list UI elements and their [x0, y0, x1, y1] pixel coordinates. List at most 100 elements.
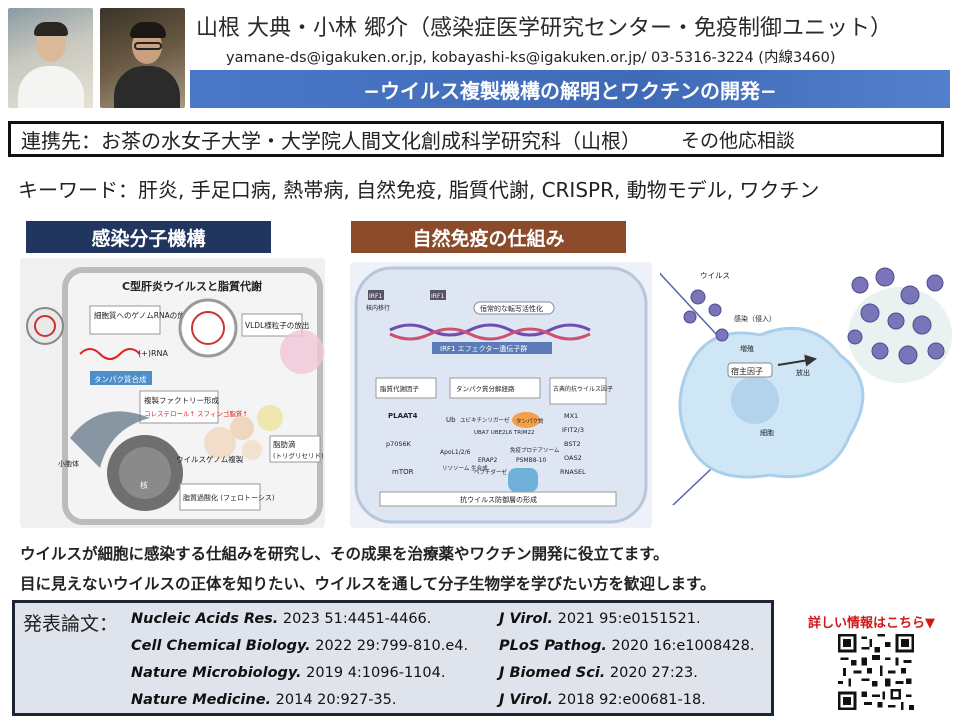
- nucleus-label: 核: [140, 480, 148, 490]
- virus-particle: [26, 307, 64, 345]
- journal-name: Nucleic Acids Res.: [131, 611, 279, 627]
- researcher-photo-yamane: [8, 8, 93, 108]
- er-label: 小胞体: [58, 459, 79, 468]
- peroxidation-label: 脂質過酸化 (フェロトーシス): [183, 493, 275, 502]
- lipid-droplet-2: [230, 416, 254, 440]
- figure-innate-immunity: IRF1 核内移行 IRF1 恒常的な転写活性化 IRF1 エフェクター遺伝子群…: [350, 262, 652, 528]
- glasses-shape: [134, 42, 162, 50]
- publication-item: Cell Chemical Biology. 2022 29:799-810.e…: [131, 638, 468, 654]
- citation: 2021 95:e0151521.: [552, 611, 701, 627]
- lipid-droplet-1: [204, 427, 236, 459]
- erap-label: ERAP2: [478, 457, 497, 464]
- result-box: [379, 491, 617, 507]
- publication-item: Nucleic Acids Res. 2023 51:4451-4466.: [131, 611, 431, 627]
- virus-dot: [708, 303, 722, 317]
- lipid-droplet-note: (トリグリセリド): [273, 451, 324, 460]
- description-line-2: 目に見えないウイルスの正体を知りたい、ウイルスを通して分子生物学を学びたい方を歓…: [20, 575, 716, 593]
- release-label: 放出: [796, 368, 810, 377]
- publication-item: Nature Microbiology. 2019 4:1096-1104.: [131, 665, 445, 681]
- figure-hcv-lipid-svg: C型肝炎ウイルスと脂質代謝 細胞質へのゲノムRNAの放出 (+)RNA VLDL…: [26, 267, 324, 525]
- irf1-label-b: IRF1: [431, 293, 444, 300]
- immuno-label: 免疫プロテアソーム: [510, 446, 560, 454]
- journal-name: Cell Chemical Biology.: [131, 638, 311, 654]
- citation: 2014 20:927-35.: [271, 692, 397, 708]
- classic-column-label: 古典的抗ウイルス因子: [553, 385, 613, 393]
- factory-box: [139, 390, 219, 424]
- researcher-names: 山根 大典・小林 郷介（感染症医学研究センター・免疫制御ユニット）: [196, 16, 892, 41]
- constitutive-box: [473, 301, 555, 315]
- lipid-column-header: [375, 377, 437, 399]
- ifit-label: IFIT2/3: [562, 426, 584, 434]
- lipid-droplet-box: [269, 435, 321, 463]
- peroxidation-box: [179, 483, 261, 511]
- shirt-shape: [18, 66, 84, 108]
- publication-item: J Virol. 2018 92:e00681-18.: [499, 692, 706, 708]
- rnasel-label: RNASEL: [560, 468, 586, 476]
- genome-release-label: 細胞質へのゲノムRNAの放出: [94, 310, 192, 320]
- plaat4-label: PLAAT4: [388, 412, 418, 420]
- virus-dot: [926, 274, 944, 292]
- er-shape: [70, 411, 150, 468]
- citation: 2020 27:23.: [605, 665, 698, 681]
- lipid-droplet-4: [257, 405, 283, 431]
- figure-cell-infection-svg: 宿主因子 ウイルス 感染（侵入） 増殖 放出 細胞: [651, 264, 952, 526]
- vldl-particle: [178, 298, 238, 358]
- vldl-rna: [191, 311, 225, 345]
- result-label: 抗ウイルス防御層の形成: [460, 495, 537, 504]
- mx1-label: MX1: [564, 412, 578, 420]
- dna-helix-2: [389, 327, 591, 341]
- citation: 2023 51:4451-4466.: [278, 611, 432, 627]
- publication-item: PLoS Pathog. 2020 16:e1008428.: [499, 638, 755, 654]
- irf1-label-a: IRF1: [369, 293, 382, 300]
- collaboration-text: 連携先：お茶の水女子大学・大学院人間文化創成科学研究科（山根）: [21, 128, 641, 153]
- replication-label: ウイルスゲノム複製: [176, 454, 244, 464]
- virus-label: ウイルス: [700, 271, 730, 280]
- journal-name: J Biomed Sci.: [499, 665, 606, 681]
- virus-particles: [683, 267, 945, 365]
- virus-dot: [690, 289, 706, 305]
- qr-label: 詳しい情報はこちら▼: [808, 616, 935, 631]
- journal-name: Nature Microbiology.: [131, 665, 302, 681]
- title-banner: −ウイルス複製機構の解明とワクチンの開発−: [190, 70, 950, 108]
- hair-shape: [34, 22, 68, 36]
- ube1-label: UBA7 UBE2L6 TRIM22: [474, 430, 534, 436]
- lyso-label: リソソーム 生合成: [442, 464, 488, 472]
- qr-code[interactable]: [838, 634, 914, 710]
- rna-label: (+)RNA: [138, 349, 168, 358]
- publications-box: 発表論文： Nucleic Acids Res. 2023 51:4451-44…: [12, 600, 774, 716]
- lipid-droplet-3: [242, 440, 262, 460]
- pep-label: ペプチダーゼ: [474, 468, 508, 476]
- citation: 2020 16:e1008428.: [606, 638, 755, 654]
- proteasome-shape: [508, 468, 538, 492]
- nuclear-label: 核内移行: [366, 304, 390, 312]
- p70-label: p70S6K: [386, 440, 412, 448]
- psmb-label: PSMB8-10: [516, 457, 547, 464]
- virus-dot: [898, 345, 918, 365]
- publication-item: Nature Medicine. 2014 20:927-35.: [131, 692, 397, 708]
- researcher-photo-kobayashi: [100, 8, 185, 108]
- protein-bubble-label: タンパク質: [516, 417, 544, 425]
- protein-column-header: [449, 377, 541, 399]
- journal-name: J Virol.: [499, 692, 553, 708]
- oas2-label: OAS2: [564, 454, 582, 462]
- virus-dot: [847, 329, 863, 345]
- factory-label: 複製ファクトリー形成: [144, 395, 219, 405]
- lipid-column-label: 脂質代謝因子: [380, 384, 420, 393]
- virus-dot: [887, 312, 905, 330]
- factory-note: コレステロール↑ スフィンゴ脂質↑: [144, 409, 248, 418]
- apol-label: ApoL1/2/6: [440, 449, 471, 456]
- contact-info[interactable]: yamane-ds@igakuken.or.jp, kobayashi-ks@i…: [226, 50, 836, 66]
- virus-dot: [715, 328, 729, 342]
- virus-dot: [927, 342, 945, 360]
- figure1-title: C型肝炎ウイルスと脂質代謝: [122, 279, 262, 293]
- host-factor-box: [727, 362, 773, 378]
- hair-shape: [130, 22, 166, 38]
- vldl-box: [241, 313, 303, 337]
- citation: 2018 92:e00681-18.: [552, 692, 706, 708]
- publications-title: 発表論文：: [23, 613, 119, 635]
- dna-helix-1: [389, 323, 591, 337]
- section-label-infection: 感染分子機構: [26, 221, 271, 253]
- release-cloud: [848, 287, 952, 383]
- cell-nucleus: [731, 376, 779, 424]
- figure-cell-infection: 宿主因子 ウイルス 感染（侵入） 増殖 放出 細胞: [651, 255, 955, 526]
